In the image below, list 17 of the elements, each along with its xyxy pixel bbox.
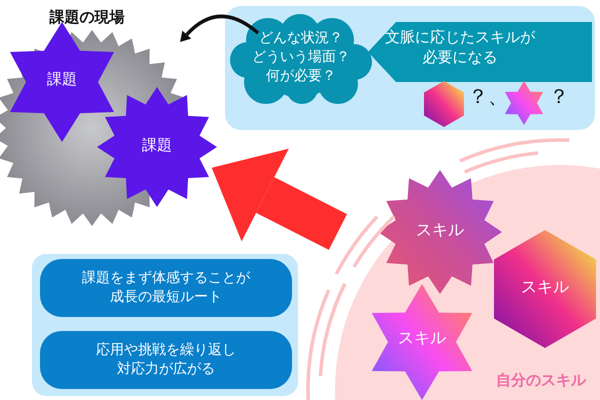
shape-label: 課題 [46, 70, 78, 90]
panel [32, 254, 298, 396]
shape-label: どんな状況？どういう場面？何が必要？ [251, 28, 351, 85]
question-mark: ？、 [468, 85, 508, 109]
block-arrow [212, 148, 347, 250]
text-box: 応用や挑戦を繰り返し対応力が広がる [40, 331, 292, 389]
shape-label: スキル [520, 278, 570, 298]
question-mark: ？ [549, 85, 569, 109]
text-box: 課題をまず体感することが成長の最短ルート [40, 259, 292, 317]
curved-arrow [180, 14, 260, 42]
area-label: 自分のスキル [495, 371, 588, 391]
shape-label: 課題 [141, 136, 173, 156]
shape-label: スキル [415, 221, 465, 241]
shape-label: 文脈に応じたスキルが必要になる [384, 28, 536, 68]
shape-label: スキル [397, 329, 447, 349]
heading: 課題の現場 [48, 8, 126, 28]
panel [225, 6, 595, 130]
